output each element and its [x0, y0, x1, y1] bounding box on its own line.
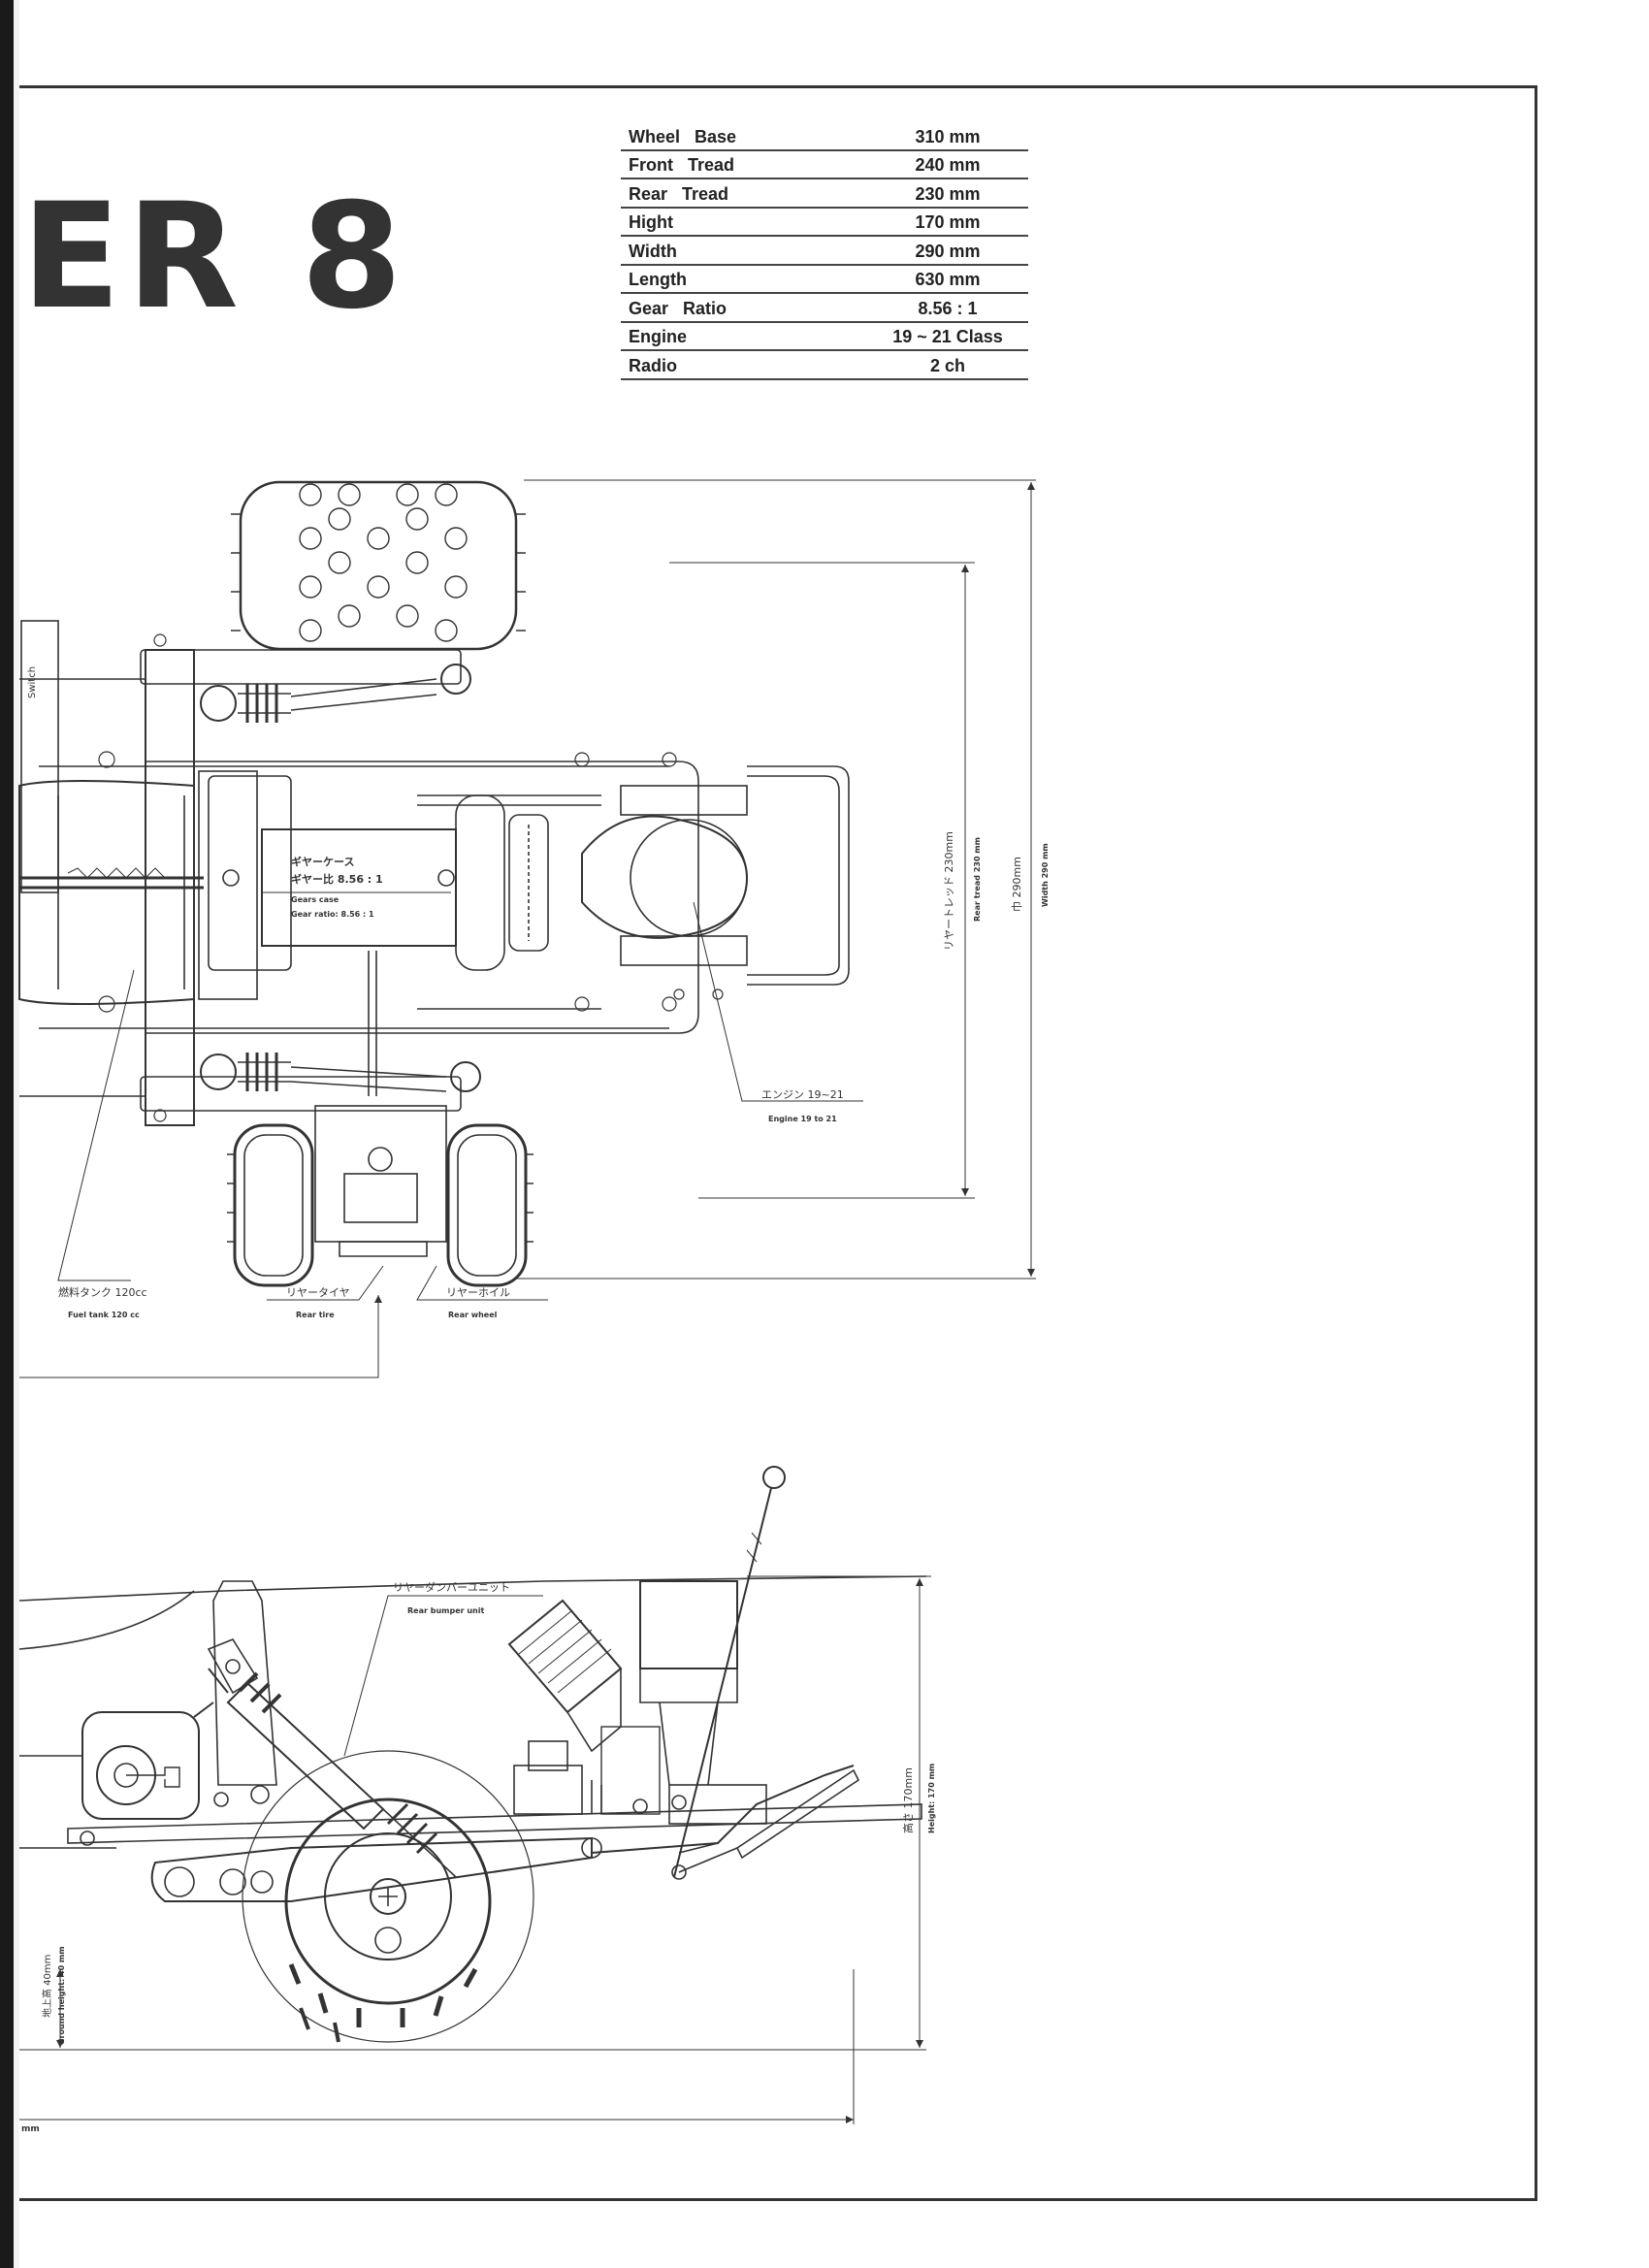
spec-row: Gear Ratio 8.56 : 1 [621, 294, 1028, 323]
spec-row: Radio 2 ch [621, 351, 1028, 380]
spec-label: Width [629, 241, 677, 261]
front-shock-upper [200, 664, 471, 723]
rear-wheel-side [242, 1750, 534, 2043]
page-binding-gap [14, 0, 19, 2268]
model-title: ER 8 [21, 173, 408, 341]
spec-row: Engine 19 ~ 21 Class [621, 323, 1028, 351]
air-filter [507, 1599, 623, 1753]
rear-tire-en-label: Rear tire [296, 1311, 335, 1319]
rear-shock-side [226, 1671, 457, 1878]
spec-label: Front Tread [629, 155, 735, 175]
spec-value: 230 mm [915, 183, 981, 204]
top-view: Switch [18, 479, 1036, 1378]
spec-row: Rear Tread 230 mm [621, 179, 1028, 209]
engine-jp-label: エンジン 19~21 [761, 1088, 844, 1101]
fuel-tank-en-label: Fuel tank 120 cc [68, 1311, 140, 1319]
ground-height-en-label: Ground height: 40 mm [57, 1946, 66, 2045]
spec-label: Hight [629, 212, 673, 232]
height-en-label: Height: 170 mm [927, 1764, 936, 1833]
rear-tire-jp-label: リヤータイヤ [286, 1286, 350, 1299]
rear-wheel-jp-label: リヤーホイル [446, 1286, 510, 1299]
spec-row: Width 290 mm [621, 237, 1028, 266]
rear-wheel-en-label: Rear wheel [448, 1311, 498, 1319]
spec-label: Radio [629, 355, 678, 375]
rear-tires-top [227, 1105, 534, 1287]
spec-row: Hight 170 mm [621, 209, 1028, 237]
width-en-label: Width 290 mm [1041, 843, 1050, 907]
spec-value: 19 ~ 21 Class [892, 327, 1003, 346]
spec-label: Length [629, 270, 687, 289]
spec-value: 630 mm [915, 270, 981, 289]
spec-value: 8.56 : 1 [918, 298, 978, 318]
gear-case-en-label: Gears case [291, 895, 340, 904]
spec-value: 240 mm [915, 155, 981, 175]
spec-value: 170 mm [915, 212, 981, 232]
spec-row: Front Tread 240 mm [621, 151, 1028, 179]
spec-value: 310 mm [915, 126, 981, 146]
side-view [18, 1466, 931, 2124]
page-binding-edge [0, 0, 14, 2268]
spec-label: Rear Tread [629, 183, 729, 204]
bumper-unit-jp-label: リヤーダンパーユニット [393, 1580, 510, 1594]
rear-tread-en-label: Rear tread 230 mm [973, 837, 982, 922]
spec-value: 2 ch [929, 355, 966, 375]
spec-label: Wheel Base [629, 126, 737, 146]
front-tire-top [231, 480, 526, 651]
width-jp-label: 巾 290mm [1010, 857, 1023, 912]
gear-ratio-en-label: Gear ratio: 8.56 : 1 [291, 910, 374, 919]
length-mm-fragment: mm [21, 2124, 40, 2134]
spec-value: 290 mm [915, 241, 981, 261]
spec-table: Wheel Base 310 mm Front Tread 240 mm Rear … [621, 122, 1028, 380]
spec-label: Engine [629, 327, 688, 346]
spec-row: Length 630 mm [621, 266, 1028, 294]
front-shock-lower [200, 1053, 481, 1092]
switch-label: Switch [27, 666, 38, 698]
height-jp-label: 高さ 170mm [901, 1767, 915, 1833]
gear-ratio-jp-label: ギヤー比 8.56 : 1 [291, 872, 383, 886]
gear-case: ギヤーケース ギヤー比 8.56 : 1 Gears case Gear rat… [208, 775, 549, 971]
drawing-frame [19, 85, 1537, 2201]
engine-top [581, 765, 850, 986]
fuel-tank-jp-label: 燃料タンク 120cc [58, 1285, 147, 1299]
bumper-unit-en-label: Rear bumper unit [407, 1606, 484, 1615]
spec-row: Wheel Base 310 mm [621, 122, 1028, 151]
engine-en-label: Engine 19 to 21 [768, 1115, 837, 1123]
spec-label: Gear Ratio [629, 298, 728, 318]
gear-case-jp-label: ギヤーケース [291, 855, 354, 868]
rear-tread-jp-label: リヤートレッド 230mm [943, 831, 955, 951]
ground-height-jp-label: 地上高 40mm [41, 1955, 53, 2018]
